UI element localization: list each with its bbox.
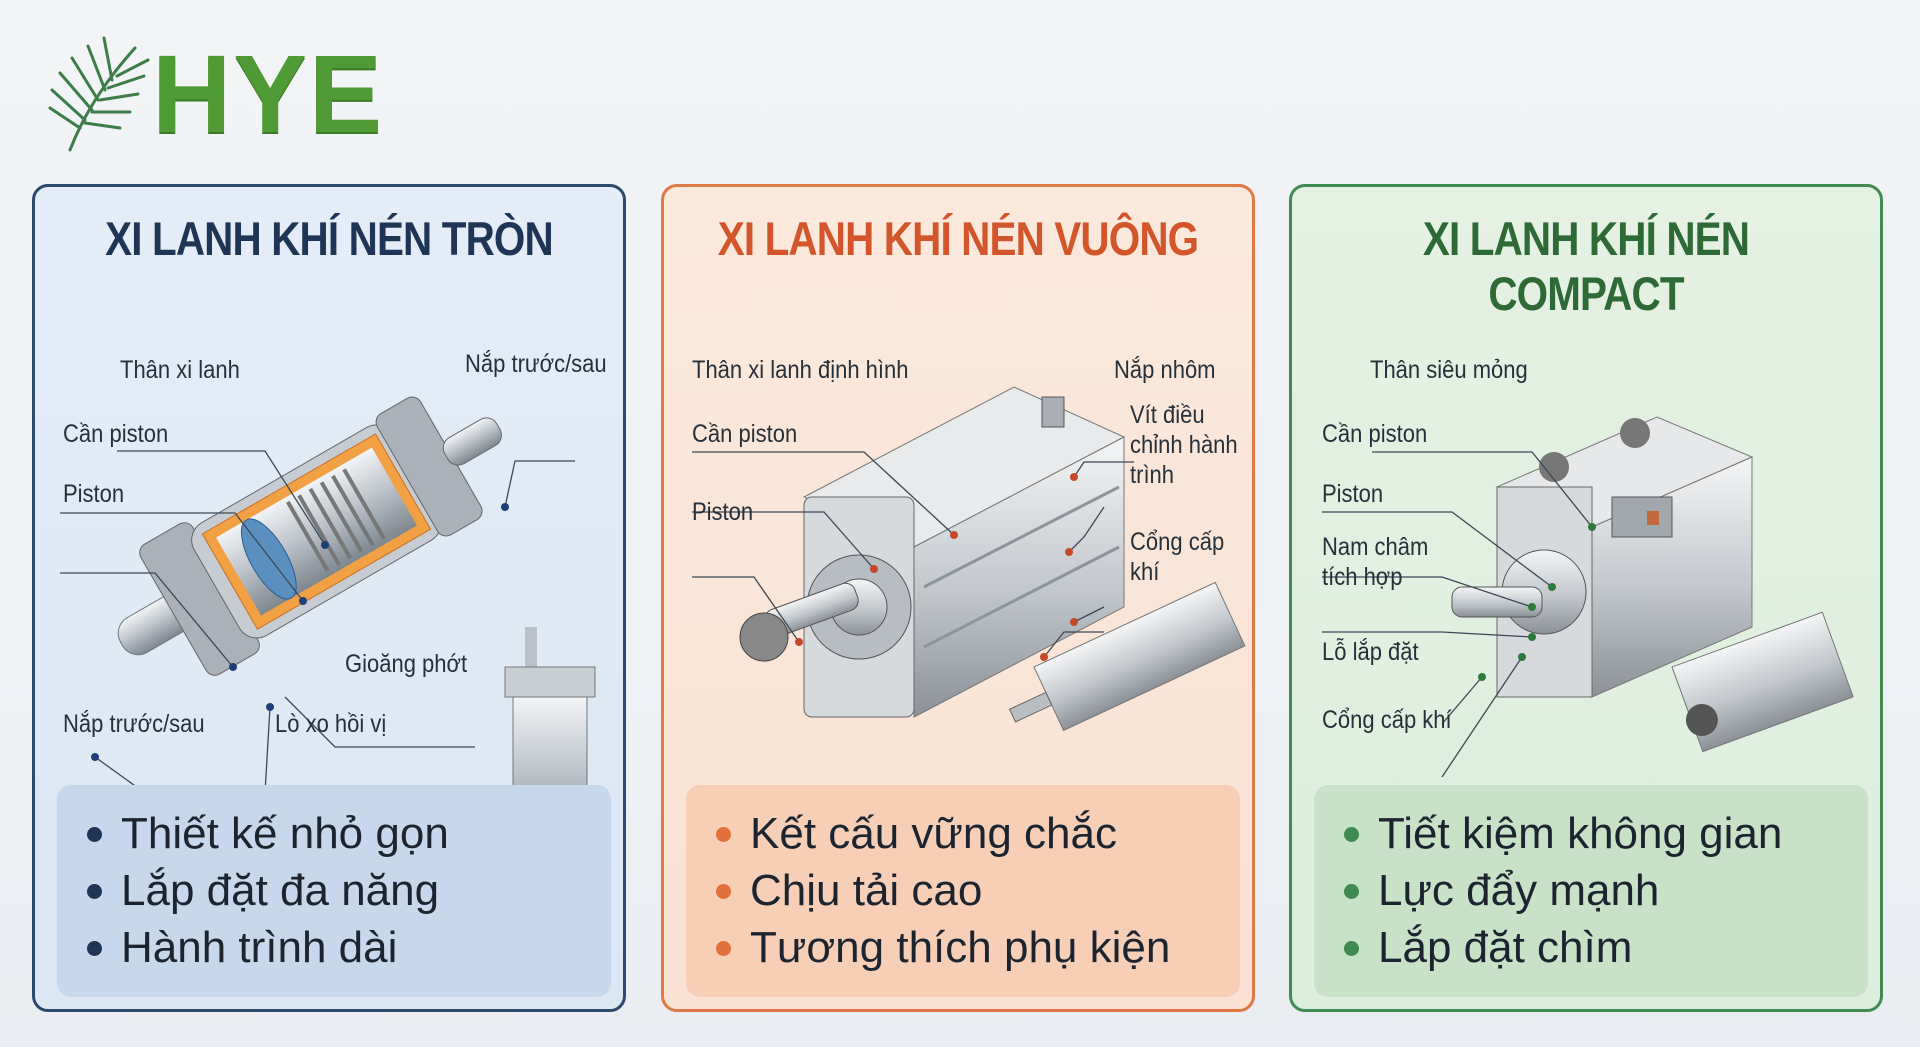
- compact-cylinder-illustration: [1322, 416, 1854, 778]
- bullet-dot: [87, 827, 102, 842]
- feature-list: Kết cấu vững chắc Chịu tải cao Tương thí…: [686, 785, 1240, 997]
- palm-leaf-icon: [48, 36, 150, 152]
- feature-item: Lắp đặt chìm: [1344, 919, 1868, 976]
- label-piston: Piston: [63, 480, 125, 508]
- feature-item: Tiết kiệm không gian: [1344, 805, 1868, 862]
- bullet-dot: [716, 884, 731, 899]
- label-body: Thân xi lanh: [120, 356, 240, 384]
- label-magnet: Nam châm tích hợp: [1322, 533, 1429, 591]
- bullet-dot: [1344, 827, 1359, 842]
- label-rod: Cần piston: [1322, 420, 1428, 448]
- label-cap-top: Nắp trước/sau: [465, 350, 607, 378]
- label-body: Thân xi lanh định hình: [692, 356, 909, 384]
- label-spring: Lò xo hồi vị: [275, 710, 387, 738]
- hye-logo: HYE: [40, 28, 382, 158]
- label-air-port: Cổng cấp khí: [1130, 528, 1225, 586]
- bullet-dot: [1344, 884, 1359, 899]
- square-cylinder-illustration: [692, 386, 1246, 732]
- panel-title: XI LANH KHÍ NÉN TRÒN: [105, 212, 553, 265]
- bullet-dot: [1344, 941, 1359, 956]
- panel-square-cylinder: XI LANH KHÍ NÉN VUÔNG Thân: [661, 184, 1255, 1012]
- label-rod: Cần piston: [692, 420, 798, 448]
- bullet-dot: [716, 827, 731, 842]
- label-piston: Piston: [692, 498, 754, 526]
- feature-item: Chịu tải cao: [716, 862, 1240, 919]
- logo-text: HYE: [152, 33, 385, 156]
- feature-item: Hành trình dài: [87, 919, 611, 976]
- label-mount-hole: Lỗ lắp đặt: [1322, 638, 1419, 666]
- panel-title: XI LANH KHÍ NÉN COMPACT: [1422, 212, 1750, 320]
- feature-item: Thiết kế nhỏ gọn: [87, 805, 611, 862]
- feature-item: Lực đẩy mạnh: [1344, 862, 1868, 919]
- feature-list: Tiết kiệm không gian Lực đẩy mạnh Lắp đặ…: [1314, 785, 1868, 997]
- bullet-dot: [87, 941, 102, 956]
- panel-compact-cylinder: XI LANH KHÍ NÉN COMPACT Thân siêu mỏng: [1289, 184, 1883, 1012]
- label-cap: Nắp nhôm: [1114, 356, 1216, 384]
- bullet-dot: [87, 884, 102, 899]
- panel-round-cylinder: XI LANH KHÍ NÉN TRÒN: [32, 184, 626, 1012]
- label-stroke-screw: Vít điều chỉnh hành trình: [1130, 401, 1238, 489]
- label-seal: Gioăng phớt: [345, 650, 468, 678]
- feature-item: Tương thích phụ kiện: [716, 919, 1240, 976]
- label-body: Thân siêu mỏng: [1370, 356, 1528, 384]
- feature-item: Lắp đặt đa năng: [87, 862, 611, 919]
- label-cap-bottom: Nắp trước/sau: [63, 710, 205, 738]
- label-piston: Piston: [1322, 480, 1384, 508]
- label-air-port: Cổng cấp khí: [1322, 706, 1452, 734]
- label-rod: Cần piston: [63, 420, 169, 448]
- feature-item: Kết cấu vững chắc: [716, 805, 1240, 862]
- panel-title: XI LANH KHÍ NÉN VUÔNG: [717, 212, 1199, 265]
- feature-list: Thiết kế nhỏ gọn Lắp đặt đa năng Hành tr…: [57, 785, 611, 997]
- bullet-dot: [716, 941, 731, 956]
